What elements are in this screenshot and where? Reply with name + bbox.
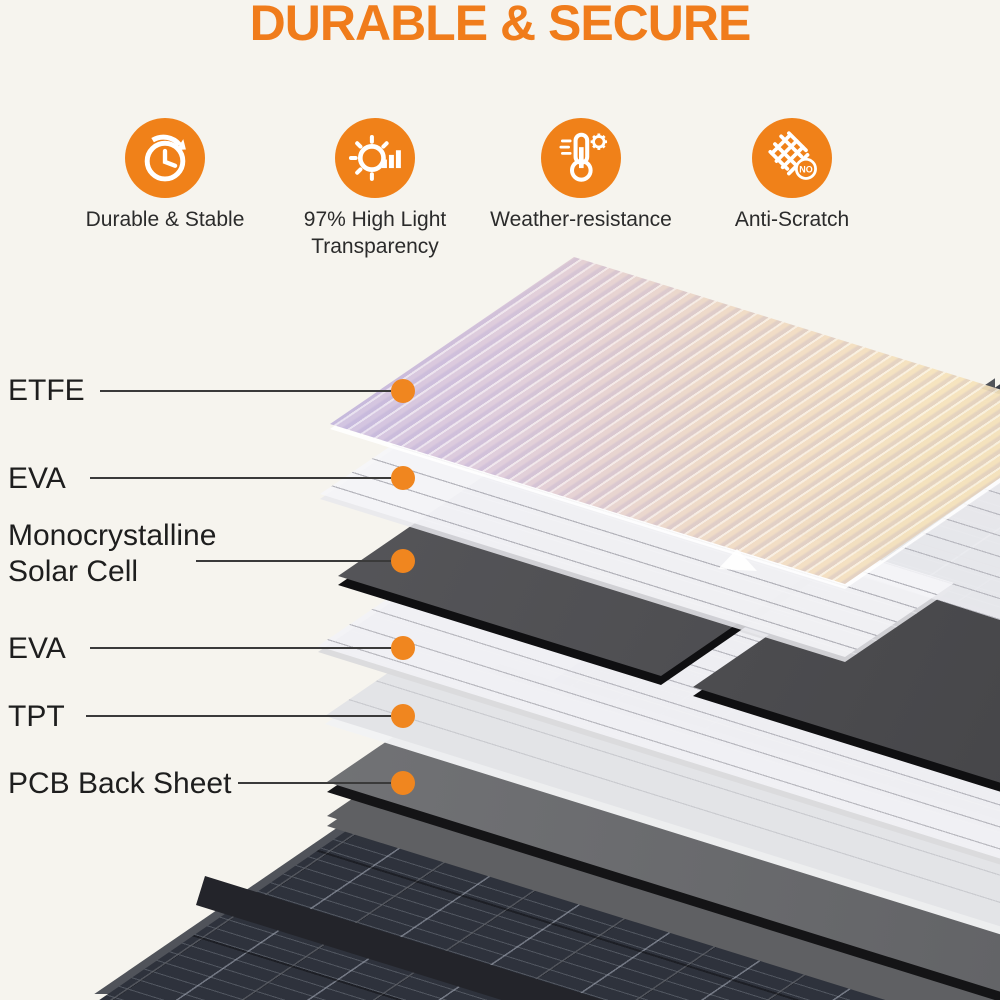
feature-label-light-transparency: 97% High Light Transparency [265, 206, 485, 260]
anti-scratch-icon: NO [768, 131, 817, 180]
feature-label-durable-stable: Durable & Stable [85, 208, 245, 231]
sun-transparency-icon [348, 135, 401, 181]
feature-circle [335, 118, 415, 198]
feature-light-transparency [335, 118, 415, 198]
leader-line-eva-lower [90, 647, 391, 649]
feature-weather-resistance [541, 118, 621, 198]
feature-label-line1: 97% High Light [303, 208, 447, 231]
feature-circle: NO [752, 118, 832, 198]
layer-label-eva-lower: EVA [8, 632, 66, 665]
layer-label-line2: Solar Cell [8, 555, 139, 588]
anti-scratch-badge: NO [799, 164, 812, 174]
leader-dot-eva-lower [391, 636, 415, 660]
leader-line-pcb [238, 782, 391, 784]
leader-dot-eva-upper [391, 466, 415, 490]
layer-label-monocrystalline: Monocrystalline Solar Cell [8, 518, 216, 590]
feature-durable-stable [125, 118, 205, 198]
leader-line-etfe [100, 390, 391, 392]
feature-label-line2: Transparency [311, 235, 439, 258]
feature-circle [125, 118, 205, 198]
layer-label-pcb: PCB Back Sheet [8, 767, 232, 800]
feature-label-anti-scratch: Anti-Scratch [734, 208, 850, 231]
leader-dot-tpt [391, 704, 415, 728]
layer-label-line1: Monocrystalline [8, 519, 217, 552]
leader-line-eva-upper [90, 477, 391, 479]
leader-dot-etfe [391, 379, 415, 403]
leader-line-monocrystalline [196, 560, 391, 562]
feature-circle [541, 118, 621, 198]
layer-label-tpt: TPT [8, 700, 65, 733]
feature-label-weather-resistance: Weather-resistance [490, 208, 672, 231]
leader-dot-monocrystalline [391, 549, 415, 573]
layer-label-eva-upper: EVA [8, 462, 66, 495]
page-title: DURABLE & SECURE [249, 0, 752, 51]
layer-label-etfe: ETFE [8, 374, 85, 407]
leader-line-tpt [86, 715, 391, 717]
clock-history-icon [144, 134, 186, 182]
feature-anti-scratch: NO [752, 118, 832, 198]
leader-dot-pcb [391, 771, 415, 795]
thermometer-gear-icon [559, 132, 608, 182]
